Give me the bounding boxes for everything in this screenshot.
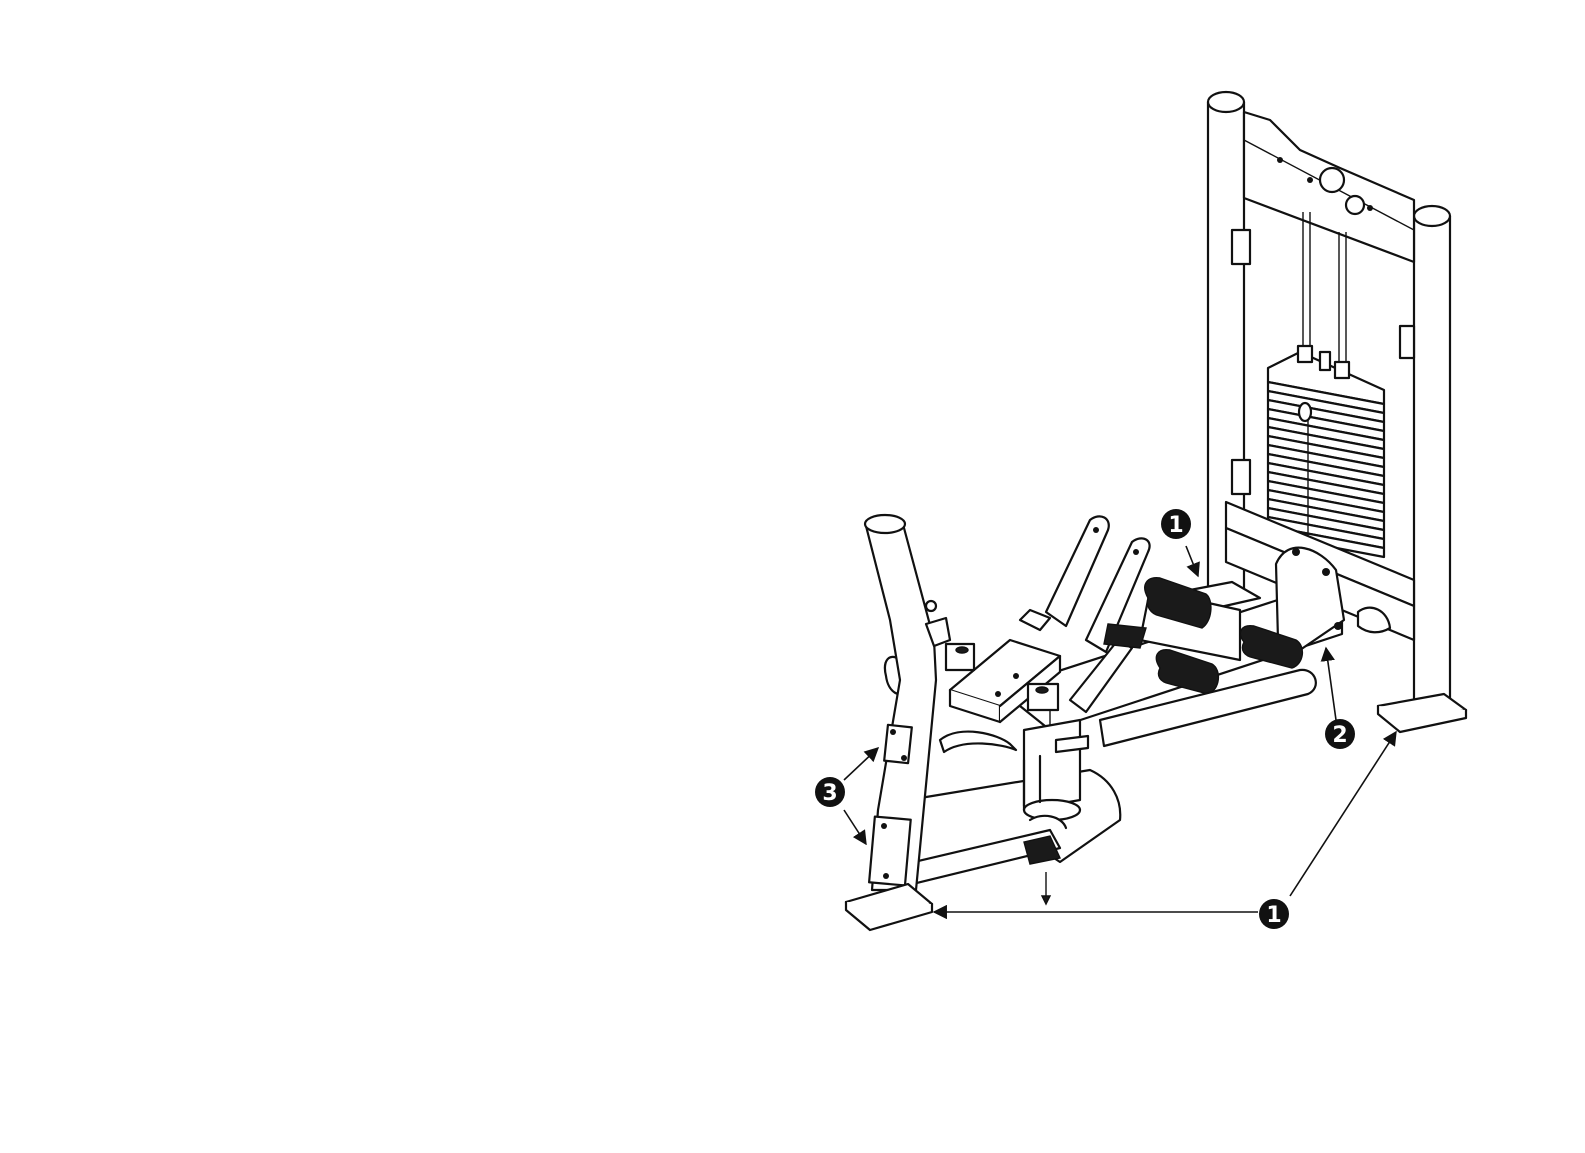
callout-badge-1-bottom: 1 <box>1259 899 1289 929</box>
callout-label: 3 <box>822 781 837 806</box>
callout-label: 2 <box>1332 723 1347 748</box>
callout-badge-1-top: 1 <box>1161 509 1191 539</box>
callout-badge-2: 2 <box>1325 719 1355 749</box>
callout-badge-3: 3 <box>815 777 845 807</box>
callout-label: 1 <box>1168 513 1183 538</box>
callout-label: 1 <box>1266 903 1281 928</box>
